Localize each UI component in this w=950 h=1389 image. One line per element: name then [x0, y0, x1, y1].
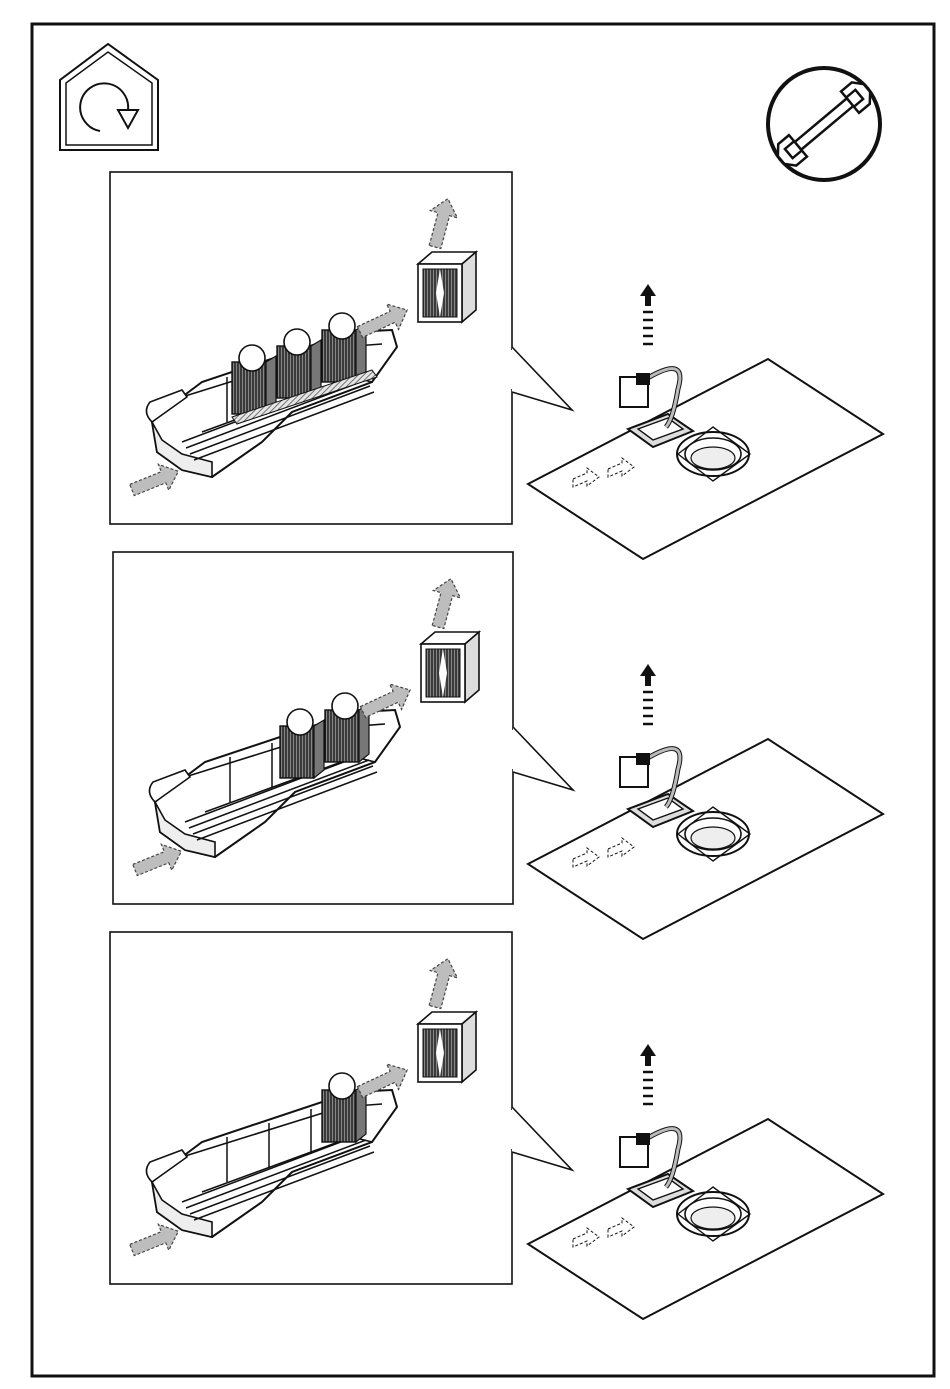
filter-cartridge: [421, 632, 479, 702]
wrench-icon: [768, 68, 880, 180]
base-panel: [528, 1119, 883, 1319]
house-rotate-icon: [60, 44, 158, 150]
lift-arrow: [640, 1044, 656, 1104]
base-panel: [528, 359, 883, 559]
step-1: [110, 172, 883, 559]
filter-cartridge: [418, 252, 476, 322]
lift-arrow: [640, 664, 656, 724]
callout-pointer: [512, 1107, 572, 1170]
base-panel: [528, 739, 883, 939]
filter-cartridge: [418, 1012, 476, 1082]
callout-pointer: [512, 347, 572, 410]
step-2: [113, 552, 883, 939]
step-3: [110, 932, 883, 1319]
callout-pointer: [513, 727, 573, 790]
lift-arrow: [640, 284, 656, 344]
